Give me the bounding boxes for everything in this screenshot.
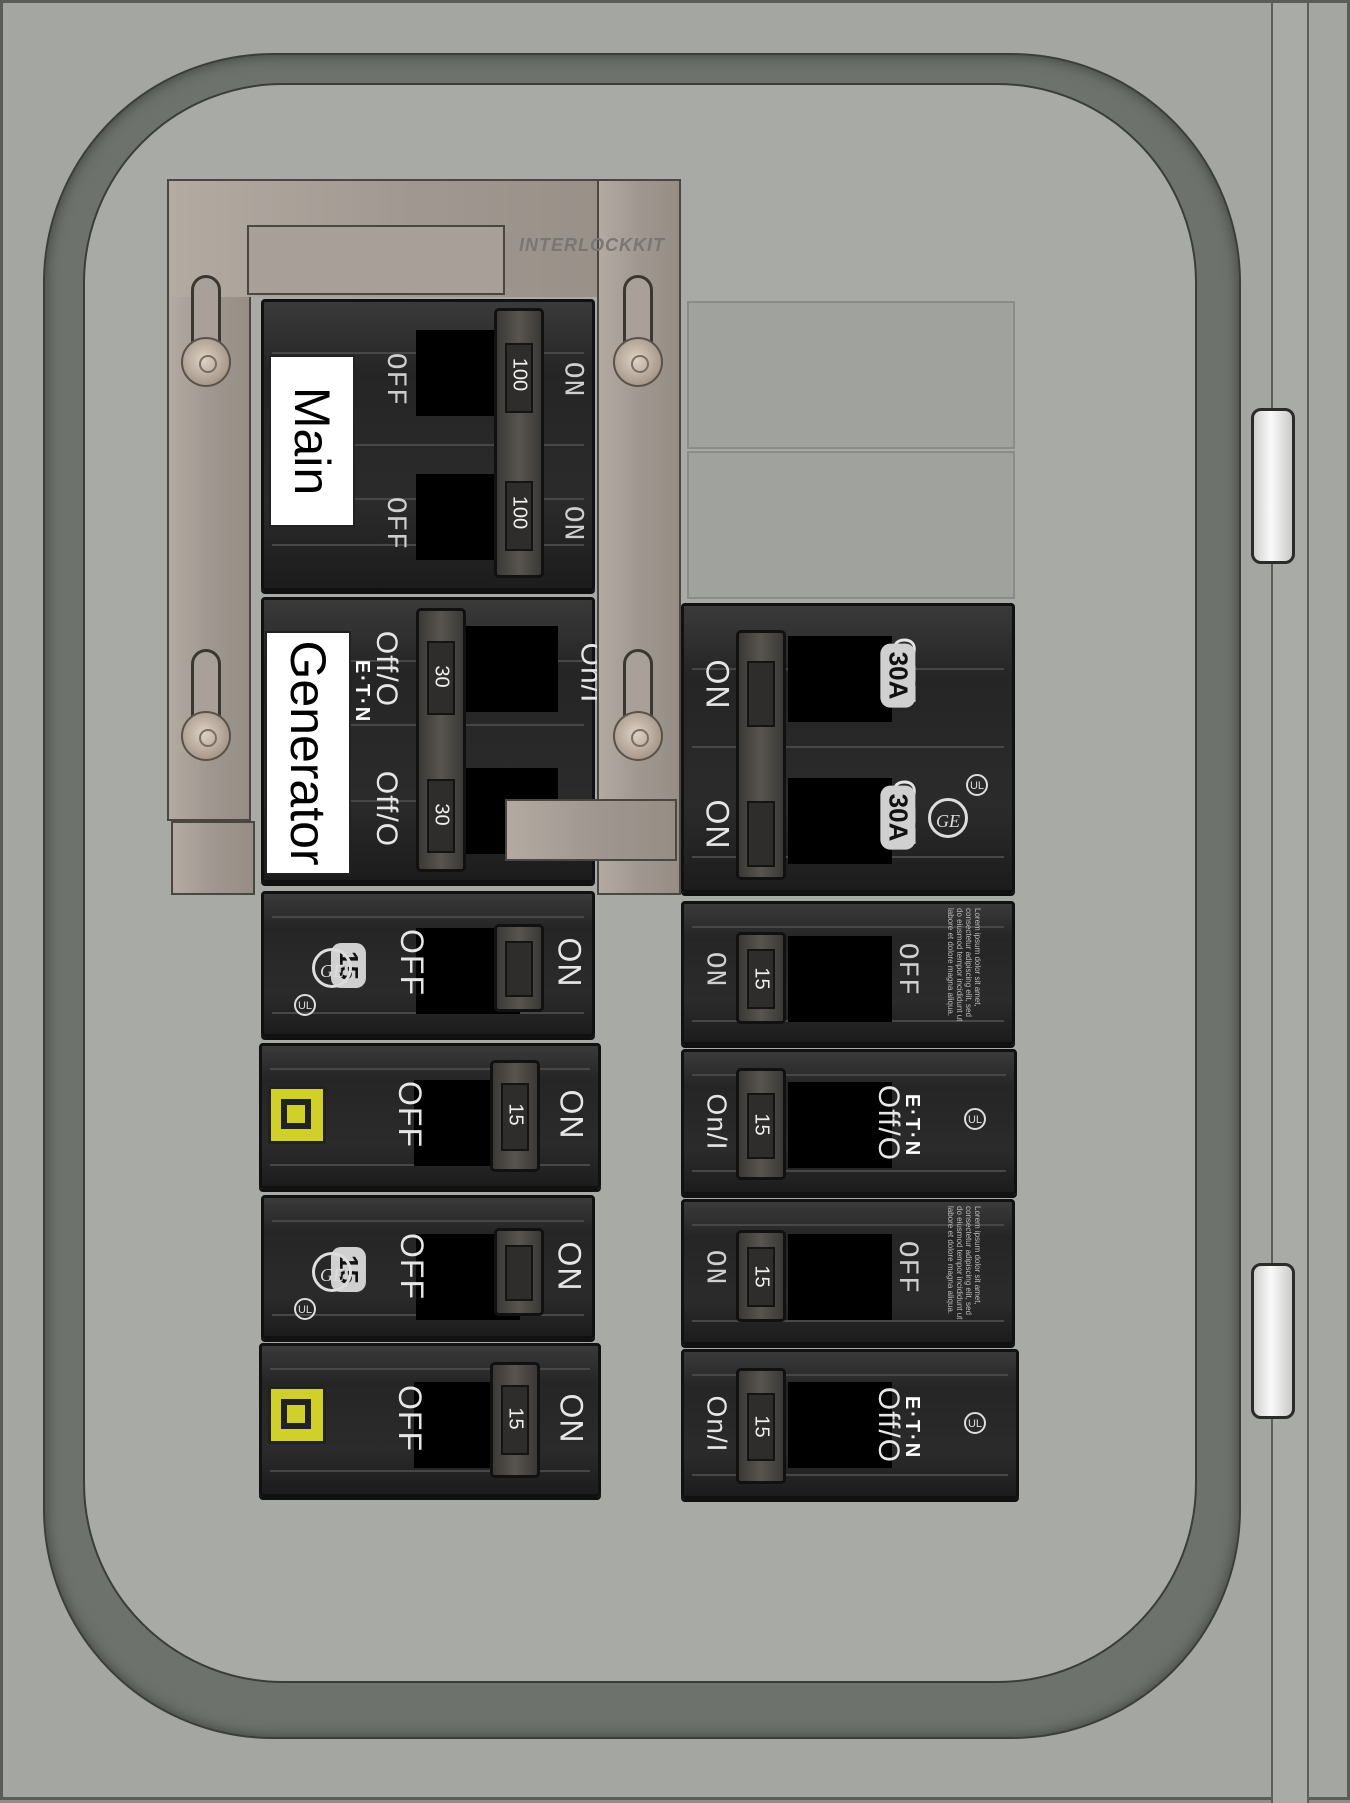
breaker-eaton-15a[interactable]: 15 On/I Off/O E·T·N UL (681, 1349, 1019, 1499)
breaker-15a[interactable]: 15 ON OFF Lorem ipsum dolor sit amet, co… (681, 1199, 1015, 1345)
breaker-slot (788, 1382, 892, 1468)
off-label: OFF (379, 496, 411, 551)
panel-edge-strip (1271, 3, 1309, 1803)
ge-logo-icon: GE (312, 1252, 352, 1292)
hinge-bottom-icon (1251, 1263, 1295, 1419)
hinge-top-icon (1251, 408, 1295, 564)
breaker-slot (788, 1082, 892, 1168)
blank-filler-plate (687, 301, 1015, 449)
amp-label: 15 (504, 1407, 527, 1430)
square-d-logo-icon (268, 1086, 326, 1144)
square-d-logo-icon (268, 1386, 326, 1444)
bolt-icon (613, 337, 663, 387)
ge-logo-icon: GE (928, 798, 968, 838)
amp-label: 15 (750, 1113, 773, 1136)
breaker-squared-15a[interactable]: 15 OFF ON (259, 1343, 601, 1497)
breaker-slot (454, 626, 558, 712)
on-label: ON (553, 1089, 590, 1140)
interlock-top-recess (247, 225, 505, 295)
on-label: ON (699, 659, 736, 710)
breaker-handle[interactable]: 15 (490, 1362, 540, 1478)
main-label-text: Main (284, 386, 340, 496)
generator-amp-label: 30 (430, 665, 453, 688)
generator-amp-label: 30 (430, 803, 453, 826)
breaker-handle[interactable]: 15 (736, 1368, 786, 1484)
amp-label: 15 (750, 1415, 773, 1438)
amp-label: 15 (750, 1265, 773, 1288)
breaker-handle[interactable]: 15 (490, 1060, 540, 1172)
bolt-icon (181, 337, 231, 387)
breaker-handle[interactable]: 15 (736, 932, 786, 1024)
eaton-logo-icon: E·T·N (901, 1093, 924, 1158)
eaton-logo-icon: E·T·N (351, 659, 374, 724)
breaker-ge-30a-double[interactable]: ON ON OFF OFF 30A 30A GE UL (681, 603, 1015, 893)
main-breaker[interactable]: 100 100 ON ON OFF OFF (261, 299, 595, 591)
on-label: ON (556, 505, 588, 542)
amp-label: 15 (504, 1103, 527, 1126)
off-label: OFF (379, 352, 411, 407)
ul-logo-icon: UL (294, 1298, 316, 1320)
breaker-squared-15a[interactable]: 15 OFF ON (259, 1043, 601, 1189)
ge-logo-icon: GE (312, 948, 352, 988)
blank-filler-plate (687, 451, 1015, 599)
breaker-slot (788, 778, 892, 864)
breaker-handle[interactable]: 15 (736, 1068, 786, 1180)
on-label: ON (553, 1393, 590, 1444)
breaker-slot (788, 1234, 892, 1320)
breaker-slot (788, 636, 892, 722)
ul-logo-icon: UL (964, 1108, 986, 1130)
interlock-slide-tab[interactable] (505, 799, 677, 861)
off-label: OFF (891, 1240, 923, 1295)
breaker-ge-15a[interactable]: OFF ON 15 GE UL (261, 1195, 595, 1339)
generator-label-text: Generator (280, 640, 336, 866)
main-amp-label: 100 (508, 495, 531, 530)
breaker-handle[interactable] (736, 630, 786, 880)
fine-print: Lorem ipsum dolor sit amet, consectetur … (946, 908, 982, 1022)
eaton-logo-icon: E·T·N (901, 1395, 924, 1460)
off-label: OFF (391, 1081, 428, 1148)
main-amp-label: 100 (508, 357, 531, 392)
off-label: OFF (393, 929, 430, 996)
ul-logo-icon: UL (966, 774, 988, 796)
amp-label: 15 (750, 967, 773, 990)
interlock-brand: INTERLOCKKIT (519, 235, 665, 255)
eaton-off-label: Off/O (370, 630, 404, 708)
breaker-eaton-15a[interactable]: 15 On/I Off/O E·T·N UL (681, 1049, 1017, 1195)
bolt-icon (613, 711, 663, 761)
breaker-15a[interactable]: 15 ON OFF Lorem ipsum dolor sit amet, co… (681, 901, 1015, 1045)
eaton-off-label: Off/O (370, 770, 404, 848)
interlock-left-foot (171, 821, 255, 895)
breaker-ge-15a[interactable]: OFF ON 15 GE UL (261, 891, 595, 1037)
on-label: ON (698, 1249, 730, 1286)
off-label: OFF (891, 942, 923, 997)
main-label: Main (269, 355, 355, 527)
generator-breaker-handle[interactable]: 30 30 (416, 608, 466, 872)
fine-print: Lorem ipsum dolor sit amet, consectetur … (946, 1206, 982, 1320)
on-label: ON (698, 951, 730, 988)
ul-logo-icon: UL (294, 994, 316, 1016)
generator-label: Generator (265, 631, 351, 875)
breaker-slot (788, 936, 892, 1022)
amp-badge: 30A (880, 785, 916, 850)
off-label: OFF (393, 1233, 430, 1300)
amp-badge: 30A (880, 643, 916, 708)
breaker-handle[interactable] (494, 1228, 544, 1316)
off-label: OFF (391, 1385, 428, 1452)
ul-logo-icon: UL (964, 1412, 986, 1434)
on-label: ON (551, 1241, 588, 1292)
on-label: ON (556, 361, 588, 398)
on-label: ON (551, 937, 588, 988)
on-label: ON (699, 799, 736, 850)
eaton-on-label: On/I (701, 1093, 733, 1151)
bolt-icon (181, 711, 231, 761)
breaker-handle[interactable] (494, 924, 544, 1012)
eaton-on-label: On/I (701, 1395, 733, 1453)
main-breaker-handle[interactable]: 100 100 (494, 308, 544, 578)
breaker-handle[interactable]: 15 (736, 1230, 786, 1322)
